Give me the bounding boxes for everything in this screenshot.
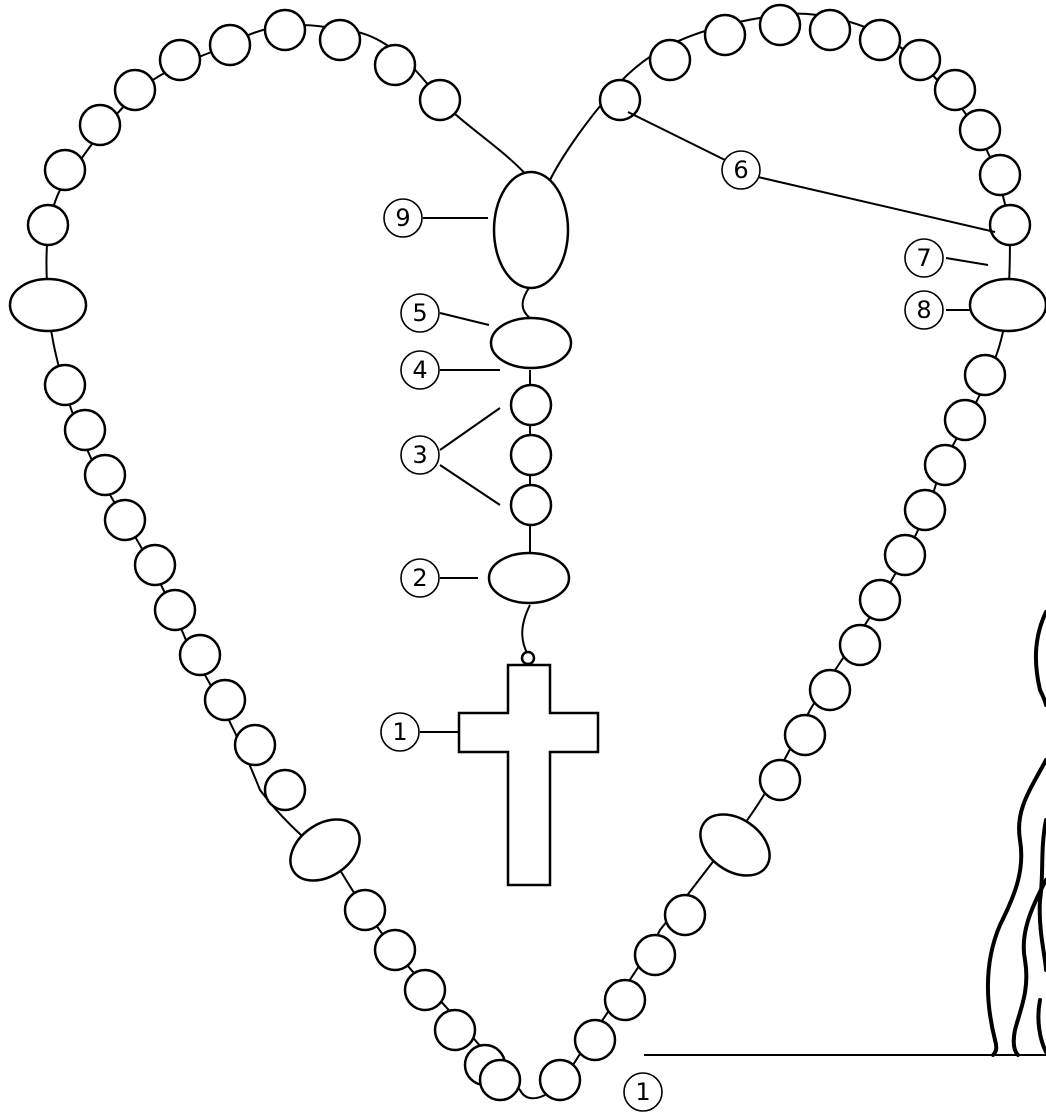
- bead: [80, 105, 120, 145]
- bead: [28, 205, 68, 245]
- bead: [960, 110, 1000, 150]
- bead: [925, 445, 965, 485]
- pendant-hail-mary-bead: [511, 485, 551, 525]
- bead: [480, 1060, 520, 1100]
- bead: [905, 490, 945, 530]
- label-6: 6: [722, 151, 760, 189]
- heart-beads-right: [540, 5, 1046, 1100]
- bead: [760, 760, 800, 800]
- leader-line-3b: [440, 465, 500, 505]
- label-3: 3: [401, 436, 439, 474]
- leader-line-5: [440, 313, 489, 325]
- label-5: 5: [401, 294, 439, 332]
- centerpiece-medal: [494, 172, 568, 288]
- bead: [65, 410, 105, 450]
- bead: [265, 770, 305, 810]
- label-4: 4: [401, 351, 439, 389]
- label-2: 2: [401, 559, 439, 597]
- label-5-text: 5: [412, 299, 427, 327]
- crucifix: [459, 665, 598, 885]
- partial-figure-illustration: [988, 612, 1046, 1055]
- bead: [945, 400, 985, 440]
- bead: [785, 715, 825, 755]
- bead: [435, 1010, 475, 1050]
- label-6-text: 6: [733, 156, 748, 184]
- label-8-text: 8: [916, 296, 931, 324]
- bead: [980, 155, 1020, 195]
- bead: [635, 935, 675, 975]
- label-8: 8: [905, 291, 943, 329]
- bead: [105, 500, 145, 540]
- pendant-our-father-bead: [489, 553, 569, 603]
- bead: [85, 455, 125, 495]
- bead: [45, 365, 85, 405]
- cross-loop: [522, 652, 534, 664]
- bead: [705, 15, 745, 55]
- heart-beads-left: [10, 10, 520, 1100]
- label-2-text: 2: [412, 564, 427, 592]
- bead: [810, 10, 850, 50]
- label-3-text: 3: [412, 441, 427, 469]
- pendant-our-father-bead-top: [491, 318, 571, 368]
- bead: [810, 670, 850, 710]
- our-father-bead: [10, 279, 86, 331]
- our-father-bead: [279, 807, 371, 893]
- bead: [375, 45, 415, 85]
- leader-line-6b: [758, 177, 995, 232]
- our-father-bead: [970, 279, 1046, 331]
- bead: [405, 970, 445, 1010]
- bead: [115, 70, 155, 110]
- label-7: 7: [905, 239, 943, 277]
- bead: [155, 590, 195, 630]
- bead: [180, 635, 220, 675]
- bead: [965, 355, 1005, 395]
- label-1-text: 1: [392, 718, 407, 746]
- bead: [665, 895, 705, 935]
- bead: [990, 205, 1030, 245]
- leader-line-6a: [628, 112, 725, 160]
- bead: [205, 680, 245, 720]
- label-1-bottom: 1: [624, 1073, 662, 1111]
- bead: [760, 5, 800, 45]
- bead: [885, 535, 925, 575]
- label-4-text: 4: [412, 356, 427, 384]
- leader-line-7: [946, 258, 988, 265]
- bead: [575, 1020, 615, 1060]
- bead: [860, 20, 900, 60]
- bead: [860, 580, 900, 620]
- bead: [840, 625, 880, 665]
- bead: [420, 80, 460, 120]
- pendant-hail-mary-bead: [511, 435, 551, 475]
- bead: [345, 890, 385, 930]
- bead: [605, 980, 645, 1020]
- bead: [45, 150, 85, 190]
- leader-line-3a: [440, 408, 500, 450]
- bead: [650, 40, 690, 80]
- bead: [160, 40, 200, 80]
- bead: [900, 40, 940, 80]
- bead: [375, 930, 415, 970]
- label-7-text: 7: [916, 244, 931, 272]
- label-9-text: 9: [395, 204, 410, 232]
- bead: [540, 1060, 580, 1100]
- bead: [135, 545, 175, 585]
- bead: [235, 725, 275, 765]
- bead: [935, 70, 975, 110]
- pendant-hail-mary-bead: [511, 385, 551, 425]
- bead: [210, 25, 250, 65]
- label-1-bottom-text: 1: [635, 1078, 650, 1106]
- label-1: 1: [381, 713, 419, 751]
- bead: [320, 20, 360, 60]
- bead: [265, 10, 305, 50]
- label-9: 9: [384, 199, 422, 237]
